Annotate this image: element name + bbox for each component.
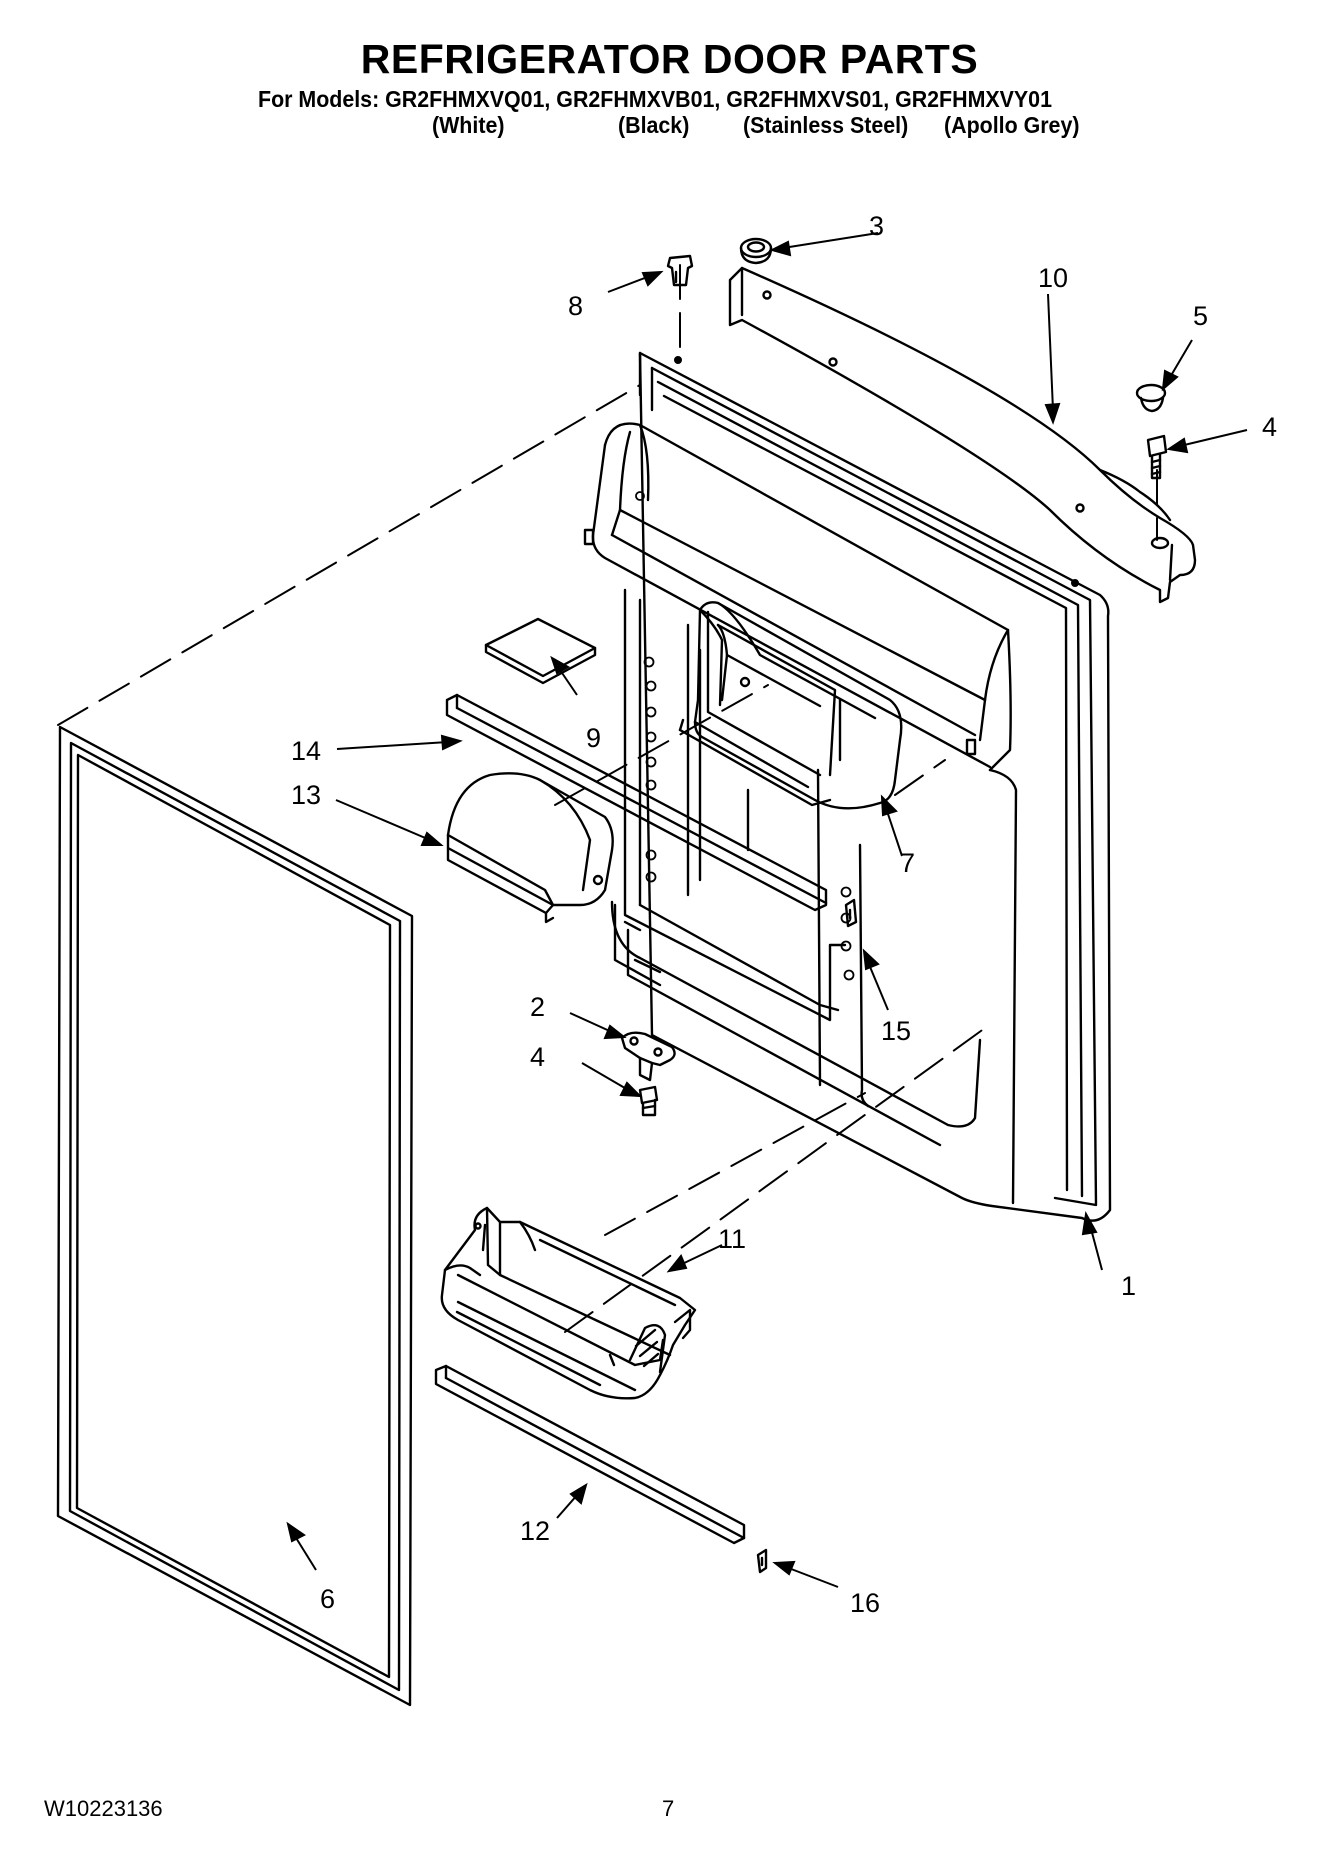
callout-8: 8: [568, 291, 583, 321]
part-10-door-cap: [728, 266, 1197, 604]
part-1-door-liner: [583, 351, 1112, 1222]
models-line: For Models: GR2FHMXVQ01, GR2FHMXVB01, GR…: [258, 86, 1052, 112]
part-4-screw-upper: [1146, 434, 1168, 480]
callout-13: 13: [291, 780, 321, 810]
callout-4-lower: 4: [530, 1042, 545, 1072]
part-14-bar: [445, 693, 828, 912]
part-9-pad: [484, 617, 597, 685]
part-16-clip: [756, 1548, 768, 1574]
callout-7: 7: [900, 848, 915, 878]
part-13-small-bin: [446, 772, 614, 924]
part-4-screw-lower: [638, 1085, 659, 1117]
callout-9: 9: [586, 723, 601, 753]
callout-2: 2: [530, 992, 545, 1022]
part-5-plug: [1135, 383, 1167, 413]
leader-arrows: [286, 232, 1248, 1588]
callout-12: 12: [520, 1516, 550, 1546]
callout-4-upper: 4: [1262, 412, 1277, 442]
callout-1: 1: [1121, 1271, 1136, 1301]
document-number: W10223136: [44, 1796, 163, 1821]
part-8-screw: [666, 254, 694, 287]
part-11-door-bin: [440, 1206, 697, 1400]
part-12-trim-strip: [434, 1364, 746, 1545]
variant-black: (Black): [618, 112, 690, 138]
part-7-dairy-bin: [678, 601, 903, 810]
page-number: 7: [662, 1796, 675, 1821]
callout-3: 3: [869, 211, 884, 241]
variant-stainless-steel: (Stainless Steel): [743, 112, 909, 138]
callout-10: 10: [1038, 263, 1068, 293]
part-15-clip: [844, 898, 858, 928]
callout-16: 16: [850, 1588, 880, 1618]
callout-15: 15: [881, 1016, 911, 1046]
callout-11: 11: [718, 1224, 746, 1254]
callout-labels: 1 2 3 4 4 5 6 7 8 9 10 11 12 13 14 15 16: [291, 211, 1277, 1618]
part-3-plug: [739, 237, 773, 265]
variant-apollo-grey: (Apollo Grey): [944, 112, 1080, 138]
callout-5: 5: [1193, 301, 1208, 331]
callout-14: 14: [291, 736, 321, 766]
variant-white: (White): [432, 112, 505, 138]
page-title: REFRIGERATOR DOOR PARTS: [360, 36, 979, 82]
assembly-dash-lines: [57, 264, 1158, 1333]
part-6-door-gasket: [56, 725, 414, 1707]
part-2-hinge-bracket: [620, 1031, 676, 1082]
callout-6: 6: [320, 1584, 335, 1614]
